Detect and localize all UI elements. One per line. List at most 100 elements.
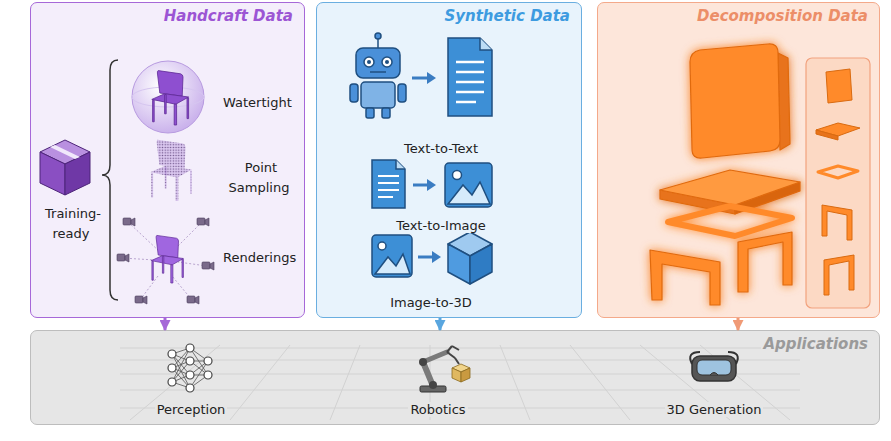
document-icon bbox=[456, 71, 484, 74]
image-icon bbox=[375, 254, 410, 274]
panel-title: Decomposition Data bbox=[695, 7, 870, 27]
flow-arrow bbox=[412, 77, 428, 80]
neural-net-icon bbox=[172, 361, 190, 368]
perspective-grid bbox=[120, 348, 800, 349]
box-icon bbox=[50, 145, 80, 159]
rendering-cameras bbox=[202, 262, 210, 269]
robot-icon bbox=[367, 60, 371, 64]
applications-band: ApplicationsPerceptionRobotics3D Generat… bbox=[30, 330, 880, 425]
step-label: Text-to-Text bbox=[402, 141, 480, 156]
exploded-chair bbox=[735, 182, 800, 214]
perspective-grid bbox=[130, 345, 220, 420]
neural-net-icon bbox=[172, 348, 208, 388]
robot-arm-icon bbox=[452, 364, 470, 372]
box-icon bbox=[40, 152, 65, 195]
rendering-cameras bbox=[143, 296, 147, 304]
application-label: Robotics bbox=[408, 402, 467, 417]
panel-title: Handcraft Data bbox=[162, 7, 295, 27]
step-label: Text-to-Image bbox=[394, 218, 488, 233]
rendering-cameras bbox=[210, 262, 214, 270]
document-icon bbox=[448, 38, 492, 116]
point-cloud-chair bbox=[150, 140, 191, 201]
rendering-cameras bbox=[178, 262, 207, 266]
rendering-cameras bbox=[195, 296, 199, 304]
neural-net-icon bbox=[186, 384, 194, 392]
perspective-grid bbox=[570, 345, 630, 420]
document-icon bbox=[378, 189, 399, 191]
rendering-cameras bbox=[197, 218, 205, 225]
image-icon bbox=[372, 163, 492, 277]
rendering-cameras bbox=[205, 218, 209, 226]
flow-arrow bbox=[427, 179, 436, 191]
perspective-grid bbox=[120, 360, 800, 361]
stage-label: Training-ready bbox=[43, 206, 101, 241]
rendering-cameras bbox=[131, 218, 135, 226]
robot-icon bbox=[350, 33, 406, 118]
curly-brace bbox=[102, 60, 118, 300]
neural-net-icon bbox=[168, 378, 176, 386]
rendering-cameras bbox=[123, 218, 131, 225]
robot-arm-icon bbox=[419, 346, 470, 392]
neural-net-icon bbox=[190, 361, 208, 375]
rendering-cameras bbox=[151, 235, 183, 283]
robot-arm-icon bbox=[420, 386, 446, 392]
application-label: Perception bbox=[155, 402, 228, 417]
step-label: Image-to-3D bbox=[388, 295, 474, 310]
perspective-grid bbox=[120, 374, 800, 375]
image-icon bbox=[448, 182, 490, 204]
rendering-cameras bbox=[122, 222, 207, 300]
neural-net-icon bbox=[168, 364, 176, 372]
parts-tray bbox=[816, 123, 860, 136]
document-icon bbox=[396, 160, 405, 169]
cube-icon bbox=[448, 232, 492, 256]
neural-net-icon bbox=[186, 357, 194, 365]
robot-icon bbox=[382, 108, 390, 118]
neural-net-icon bbox=[168, 344, 212, 392]
neural-net-icon bbox=[172, 361, 190, 382]
parts-tray bbox=[806, 58, 870, 308]
document-icon bbox=[378, 176, 399, 197]
step-label: Watertight bbox=[221, 95, 294, 110]
document-icon bbox=[456, 91, 484, 94]
neural-net-icon bbox=[190, 361, 208, 362]
neural-net-icon bbox=[172, 354, 190, 361]
rendering-cameras bbox=[135, 296, 147, 304]
robot-icon bbox=[375, 33, 381, 39]
rendering-cameras bbox=[172, 222, 202, 252]
perspective-grid bbox=[430, 345, 431, 420]
image-icon bbox=[372, 235, 412, 277]
watertight-chair bbox=[152, 71, 189, 125]
parts-tray bbox=[826, 69, 852, 103]
robot-arm-icon bbox=[423, 362, 433, 386]
neural-net-icon bbox=[172, 382, 190, 388]
neural-net-icon bbox=[168, 350, 176, 358]
parts-tray bbox=[822, 205, 852, 240]
parts-tray bbox=[824, 255, 854, 295]
cube-icon bbox=[448, 244, 470, 284]
robot-arm-icon bbox=[423, 352, 447, 362]
perspective-grid bbox=[230, 345, 290, 420]
exploded-chair bbox=[778, 53, 790, 150]
parts-tray bbox=[806, 58, 870, 308]
application-label: 3D Generation bbox=[665, 402, 764, 417]
flow-arrow bbox=[439, 318, 442, 330]
box-icon bbox=[40, 140, 90, 195]
point-cloud-chair bbox=[150, 140, 191, 201]
flow-arrow bbox=[413, 184, 428, 187]
robot-icon bbox=[398, 84, 406, 102]
watertight-chair bbox=[132, 61, 204, 133]
neural-net-icon bbox=[172, 348, 190, 382]
document-icon bbox=[456, 61, 484, 64]
exploded-chair bbox=[668, 206, 792, 236]
panel-title: Synthetic Data bbox=[442, 7, 572, 27]
neural-net-icon bbox=[186, 344, 194, 352]
vr-headset-icon bbox=[692, 356, 736, 381]
rendering-cameras bbox=[117, 218, 214, 304]
image-icon bbox=[445, 163, 492, 207]
perspective-grid bbox=[700, 345, 790, 420]
neural-net-icon bbox=[172, 375, 190, 382]
vr-headset-icon bbox=[728, 352, 738, 364]
document-icon bbox=[378, 196, 393, 198]
perspective-grid bbox=[500, 345, 530, 420]
rendering-cameras bbox=[135, 296, 143, 303]
